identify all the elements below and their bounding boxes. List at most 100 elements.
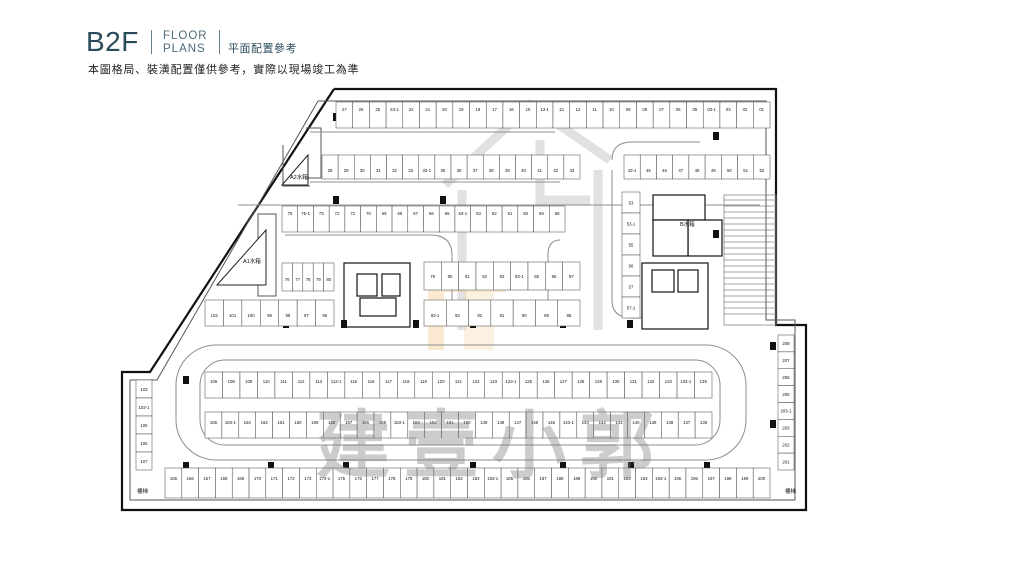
parking-stall: 86 [545, 261, 563, 291]
parking-stall: 78 [302, 262, 314, 292]
stall-number: 52 [759, 168, 764, 173]
parking-stall: 39 [499, 154, 516, 180]
parking-stall: 48 [688, 154, 706, 180]
parking-stall: 53 [621, 191, 641, 214]
stall-number: 65 [445, 211, 450, 216]
stall-number: 151 [446, 420, 454, 425]
parking-stall: 80 [441, 261, 459, 291]
stall-number: 152 [430, 420, 438, 425]
parking-stall: 135 [694, 371, 713, 399]
room-label-a2-water-tank: A2水箱 [290, 173, 308, 181]
parking-stall: 165 [204, 411, 223, 439]
parking-stall: 202 [777, 436, 795, 454]
stall-number: 38 [489, 168, 494, 173]
parking-stall: 163 [238, 411, 256, 439]
outer-walls [120, 87, 808, 512]
right-core [641, 194, 723, 330]
room-label-stair-left: 樓梯 [137, 487, 149, 495]
stall-number: 179 [405, 476, 413, 481]
stall-number: 73 [319, 211, 324, 216]
parking-stall: 98 [278, 299, 298, 327]
stall-number: 131 [630, 379, 638, 384]
stall-number: 98 [286, 313, 291, 318]
stall-number: 160 [294, 420, 302, 425]
stall-number: 62 [492, 211, 497, 216]
parking-stall: 137 [677, 411, 696, 439]
stall-number: 117 [385, 379, 392, 384]
parking-stall: 10 [602, 101, 621, 129]
stall-number: 178 [388, 476, 396, 481]
stall-number: 17 [492, 107, 497, 112]
stall-number: 12 [576, 107, 581, 112]
disclaimer-text: 本圖格局、裝潢配置僅供參考，實際以現場竣工為準 [88, 64, 360, 76]
stall-number: 198 [724, 476, 732, 481]
room-label-b-water-tank: B水箱 [680, 220, 695, 228]
stall-number: 203-1 [781, 409, 793, 414]
stall-number: 165 [170, 476, 178, 481]
parking-stall: 50 [721, 154, 738, 180]
stall-number: 01 [759, 107, 764, 112]
parking-stall: 09 [619, 101, 637, 129]
stall-number: 102 [211, 313, 219, 318]
parking-stall: 42 [547, 154, 565, 180]
stall-number: 81 [465, 274, 470, 279]
parking-stall: 56 [621, 254, 641, 277]
stall-number: 58 [555, 211, 560, 216]
stall-number: 163 [244, 420, 252, 425]
stall-number: 33-1 [423, 168, 432, 173]
stall-number: 86 [552, 274, 557, 279]
parking-stall: 11 [586, 101, 604, 129]
stall-number: 191 [607, 476, 615, 481]
parking-stall: 197 [702, 467, 720, 499]
parking-stall: 29 [337, 154, 355, 180]
stall-number: 70 [366, 211, 371, 216]
parking-stall: 80 [323, 262, 335, 292]
parking-stall: 63 [470, 205, 487, 233]
stall-number: 200 [758, 476, 766, 481]
parking-stall: 43-1 [623, 154, 641, 180]
stall-number: 155 [379, 420, 387, 425]
parking-stall: 153 [407, 411, 425, 439]
stall-number: 122 [472, 379, 480, 384]
stall-number: 28 [328, 168, 333, 173]
stall-number: 125 [525, 379, 533, 384]
parking-stall: 65 [438, 205, 456, 233]
stall-number: 03-1 [707, 107, 716, 112]
stall-number: 150 [463, 420, 471, 425]
stall-number: 75 [287, 211, 292, 216]
stall-number: 186 [523, 476, 531, 481]
parking-stall: 106 [135, 433, 153, 453]
stall-number: 173 [304, 476, 312, 481]
parking-stall: 03-1 [702, 101, 721, 129]
stall-number: 21 [425, 107, 430, 112]
stall-number: 100 [247, 313, 255, 318]
stall-number: 188 [556, 476, 564, 481]
stall-number: 135 [700, 379, 708, 384]
stall-number: 116 [368, 379, 375, 384]
parking-stall: 67 [407, 205, 424, 233]
stall-number: 72 [335, 211, 340, 216]
parking-stall: 203-1 [777, 402, 795, 420]
stall-number: 206 [782, 375, 790, 380]
stall-number: 138 [666, 420, 674, 425]
room-label-stair-right: 樓梯 [785, 487, 797, 495]
stall-number: 118 [403, 379, 410, 384]
stall-number: 148 [497, 420, 505, 425]
water-tank-a2 [280, 153, 309, 186]
parking-stall: 166 [181, 467, 199, 499]
stall-number: 130 [612, 379, 620, 384]
stall-number: 97 [304, 313, 309, 318]
stall-number: 106 [140, 441, 148, 446]
stall-number: 55 [629, 242, 634, 247]
stall-number: 48 [695, 168, 700, 173]
parking-stall: 173 [299, 467, 317, 499]
parking-stall: 107 [135, 451, 153, 471]
stall-number: 182 [456, 476, 464, 481]
stall-number: 105 [140, 423, 148, 428]
stall-number: 115 [350, 379, 357, 384]
stall-number: 10 [609, 107, 614, 112]
stall-number: 165 [210, 420, 218, 425]
stall-number: 197 [708, 476, 716, 481]
stall-number: 103-1 [139, 405, 151, 410]
stall-number: 02 [743, 107, 748, 112]
